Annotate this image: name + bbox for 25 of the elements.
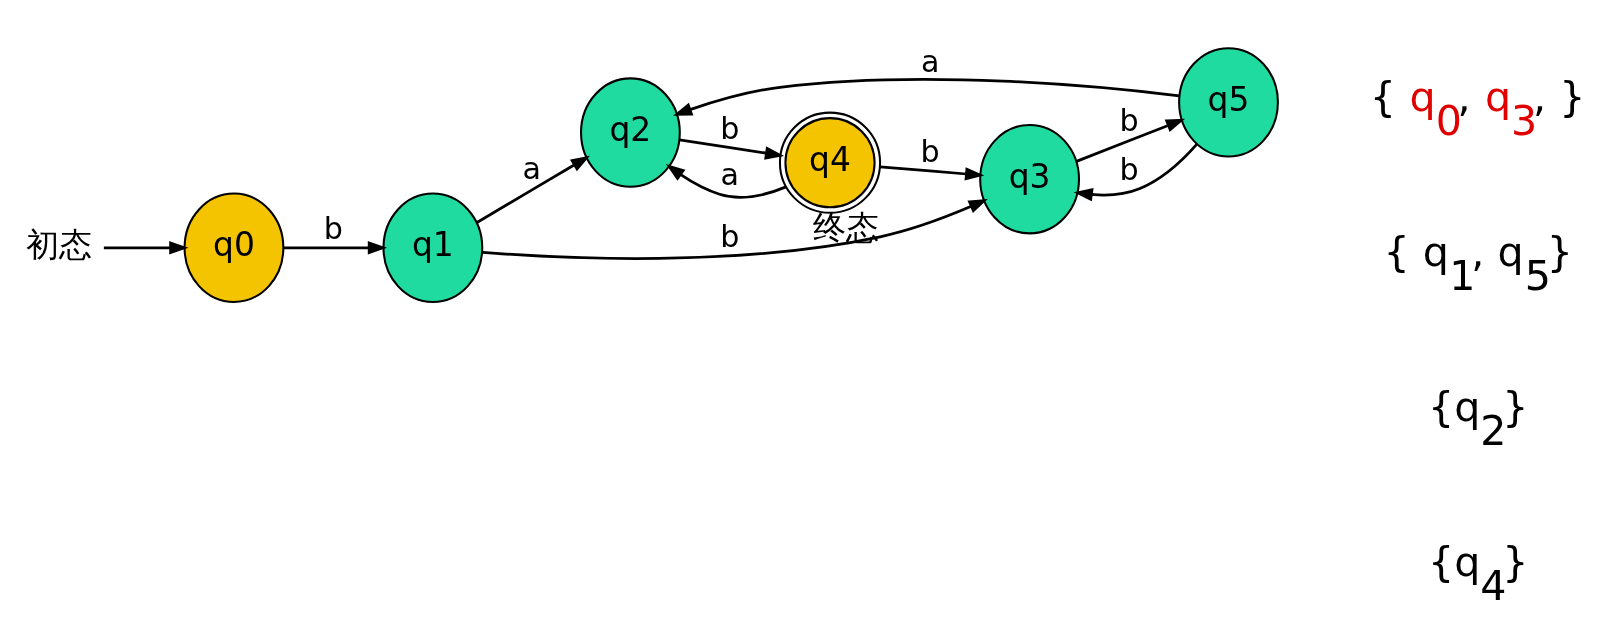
edge-label: b — [1119, 152, 1139, 187]
node-circle: q2 — [580, 77, 681, 188]
arrow — [103, 241, 189, 255]
edge-label: b — [920, 134, 940, 170]
edge-label: b — [323, 210, 343, 246]
edge-label: b — [720, 219, 740, 255]
arrow — [879, 165, 985, 181]
node-circle: q0 — [183, 192, 285, 303]
arrow — [673, 78, 1180, 116]
edge-label: b — [720, 110, 740, 146]
edge-label: b — [1119, 102, 1139, 138]
arrow — [476, 155, 590, 224]
arrow — [679, 138, 785, 160]
node-circle: q3 — [979, 123, 1080, 235]
arrow — [1075, 118, 1186, 163]
node-text: 初态 — [26, 225, 93, 265]
arrow — [665, 164, 787, 199]
arrow — [482, 199, 988, 260]
node-circle: q5 — [1178, 47, 1279, 158]
arrow — [283, 241, 388, 255]
edge-label: a — [522, 150, 541, 186]
edge-label: a — [920, 43, 940, 79]
edge-label: a — [720, 157, 740, 193]
arrow — [1073, 143, 1198, 202]
node-circle: q1 — [382, 192, 484, 303]
